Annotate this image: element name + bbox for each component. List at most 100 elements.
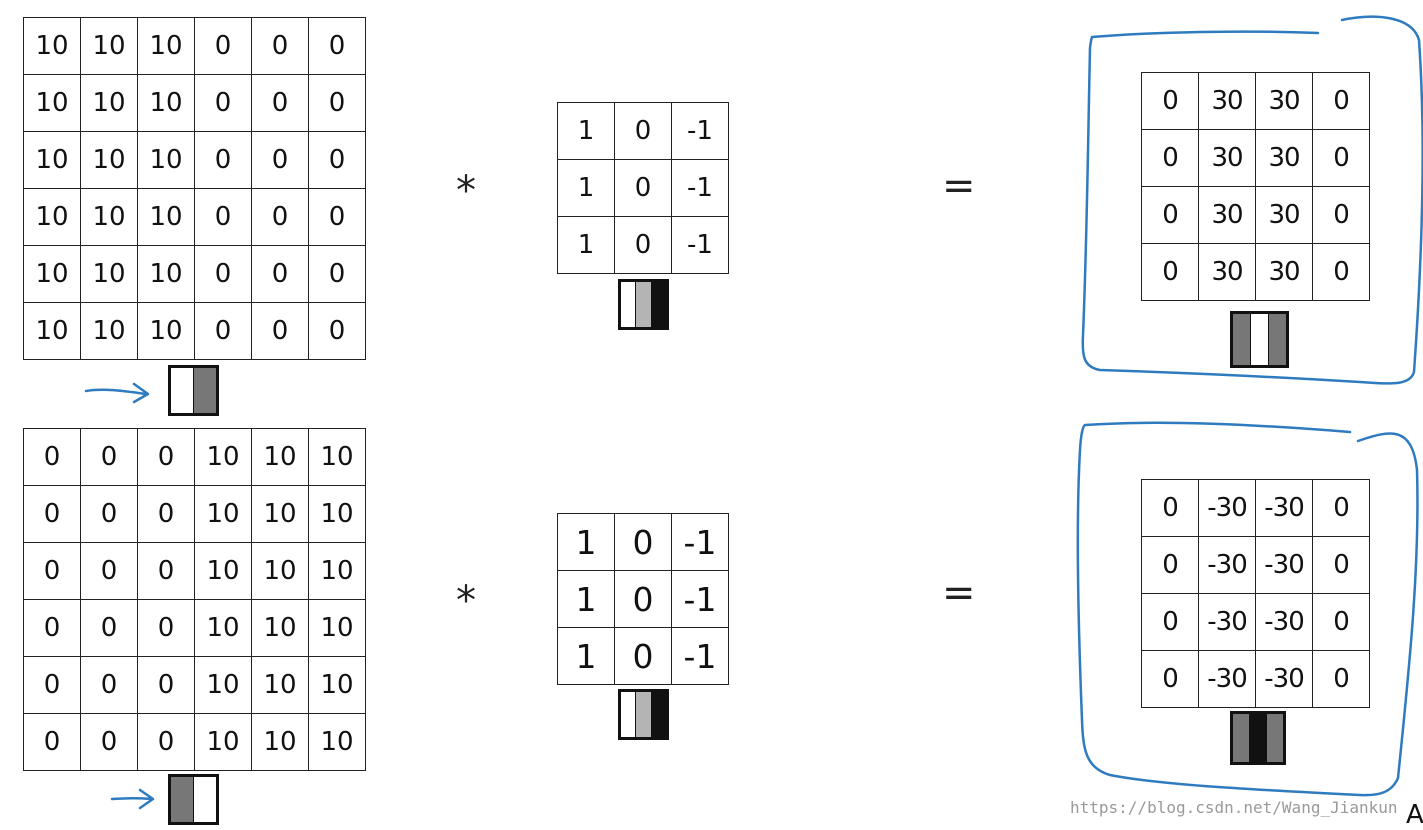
matrix-cell: 0 <box>1141 129 1199 187</box>
equals-sign-top: = <box>942 163 976 209</box>
matrix-cell: 0 <box>23 599 81 657</box>
swatch-band <box>193 777 216 822</box>
convolution-operator-bottom: * <box>456 578 476 624</box>
matrix-cell: 10 <box>308 428 366 486</box>
matrix-cell: 0 <box>1312 650 1370 708</box>
corner-label: A <box>1406 800 1423 830</box>
swatch-band <box>635 282 651 327</box>
matrix-cell: 0 <box>80 542 138 600</box>
equals-sign-bottom: = <box>942 570 976 616</box>
matrix-cell: 10 <box>251 542 309 600</box>
matrix-cell: 0 <box>194 74 252 132</box>
swatch-band <box>171 368 193 413</box>
matrix-cell: 0 <box>614 216 672 274</box>
matrix-cell: 0 <box>1141 593 1199 651</box>
swatch-band <box>621 282 636 327</box>
matrix-cell: 10 <box>194 713 252 771</box>
output-highlight-loop-top <box>1081 15 1423 385</box>
matrix-cell: -1 <box>671 216 729 274</box>
matrix-cell: 0 <box>137 485 195 543</box>
matrix-cell: 10 <box>80 131 138 189</box>
matrix-cell: 0 <box>1312 72 1370 130</box>
matrix-cell: 10 <box>194 542 252 600</box>
matrix-cell: 0 <box>194 302 252 360</box>
matrix-cell: 10 <box>194 428 252 486</box>
matrix-cell: 10 <box>80 188 138 246</box>
matrix-cell: 0 <box>23 428 81 486</box>
matrix-cell: 10 <box>251 485 309 543</box>
matrix-cell: 1 <box>557 159 615 217</box>
swatch-band <box>650 282 666 327</box>
matrix-cell: 10 <box>137 17 195 75</box>
swatch-band <box>1233 714 1249 762</box>
matrix-cell: 10 <box>308 656 366 714</box>
matrix-cell: 30 <box>1255 186 1313 244</box>
matrix-cell: 0 <box>194 188 252 246</box>
filter-swatch-bottom <box>618 689 669 740</box>
matrix-cell: 0 <box>80 485 138 543</box>
matrix-cell: 1 <box>557 570 615 628</box>
matrix-cell: 0 <box>80 656 138 714</box>
matrix-cell: 10 <box>23 131 81 189</box>
matrix-cell: 0 <box>1141 243 1199 301</box>
matrix-cell: 10 <box>137 74 195 132</box>
matrix-cell: 0 <box>80 428 138 486</box>
matrix-cell: 0 <box>23 713 81 771</box>
output-swatch-top <box>1230 311 1289 368</box>
matrix-cell: 0 <box>23 485 81 543</box>
matrix-cell: 0 <box>308 17 366 75</box>
swatch-band <box>621 692 636 737</box>
matrix-cell: 10 <box>23 302 81 360</box>
matrix-cell: 10 <box>251 656 309 714</box>
filter-swatch-top <box>618 279 669 330</box>
output-swatch-bottom <box>1230 711 1286 765</box>
matrix-cell: 1 <box>557 513 615 571</box>
swatch-band <box>1233 314 1250 365</box>
matrix-cell: 0 <box>308 188 366 246</box>
matrix-cell: 30 <box>1198 186 1256 244</box>
matrix-cell: 10 <box>137 302 195 360</box>
matrix-cell: -1 <box>671 102 729 160</box>
matrix-cell: 10 <box>308 599 366 657</box>
watermark: https://blog.csdn.net/Wang_Jiankun <box>1070 798 1398 817</box>
matrix-cell: 10 <box>23 188 81 246</box>
matrix-cell: 0 <box>1312 129 1370 187</box>
matrix-cell: 0 <box>194 245 252 303</box>
matrix-cell: 0 <box>614 570 672 628</box>
input-swatch-bottom <box>168 774 219 825</box>
matrix-cell: -30 <box>1198 650 1256 708</box>
matrix-cell: 0 <box>1141 536 1199 594</box>
swatch-band <box>650 692 666 737</box>
swatch-band <box>193 368 216 413</box>
matrix-cell: 10 <box>80 245 138 303</box>
matrix-cell: 0 <box>614 513 672 571</box>
matrix-cell: 0 <box>308 131 366 189</box>
matrix-cell: 10 <box>137 131 195 189</box>
matrix-cell: 0 <box>23 656 81 714</box>
matrix-cell: 0 <box>1312 243 1370 301</box>
matrix-cell: 0 <box>1312 479 1370 537</box>
matrix-cell: 0 <box>137 713 195 771</box>
matrix-cell: 10 <box>251 428 309 486</box>
matrix-cell: -1 <box>671 570 729 628</box>
matrix-cell: -30 <box>1255 650 1313 708</box>
matrix-cell: 10 <box>194 485 252 543</box>
